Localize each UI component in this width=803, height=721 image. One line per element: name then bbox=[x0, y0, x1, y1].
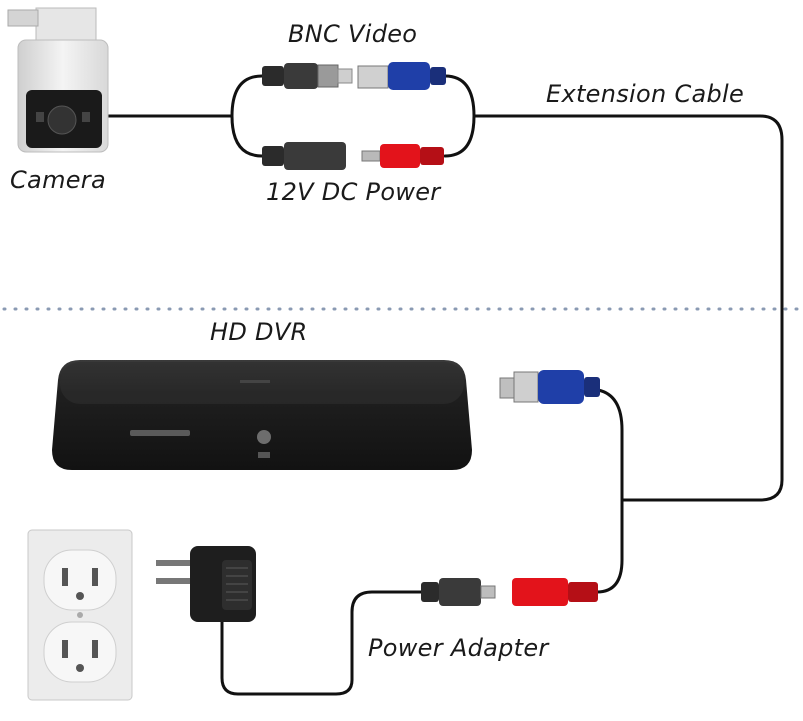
extension-cable bbox=[472, 114, 784, 502]
lower-power-cable bbox=[595, 498, 624, 594]
power-adapter-label: Power Adapter bbox=[368, 634, 549, 662]
bnc-video-label: BNC Video bbox=[288, 20, 418, 48]
wall-outlet-icon bbox=[27, 529, 133, 701]
camera-power-connector bbox=[262, 142, 346, 170]
dc-power-label: 12V DC Power bbox=[266, 178, 441, 206]
extension-power-connector bbox=[361, 144, 444, 168]
extension-cable-label: Extension Cable bbox=[546, 80, 745, 108]
hd-dvr-label: HD DVR bbox=[210, 318, 308, 346]
bullet-camera-icon bbox=[7, 7, 109, 153]
extension-bnc-connector bbox=[357, 62, 446, 90]
dvr-power-connector bbox=[512, 578, 598, 606]
lower-video-cable bbox=[596, 388, 624, 502]
extension-split-loop bbox=[443, 74, 476, 158]
dvr-bnc-connector bbox=[499, 370, 600, 404]
cables bbox=[106, 74, 784, 696]
camera-split-loop bbox=[230, 74, 264, 158]
dvr-device-icon bbox=[52, 360, 472, 470]
power-adapter-icon bbox=[156, 546, 256, 622]
camera-bnc-connector bbox=[262, 63, 353, 89]
camera-label: Camera bbox=[10, 166, 106, 194]
adapter-cable bbox=[220, 590, 423, 696]
adapter-plug-connector bbox=[421, 578, 496, 606]
